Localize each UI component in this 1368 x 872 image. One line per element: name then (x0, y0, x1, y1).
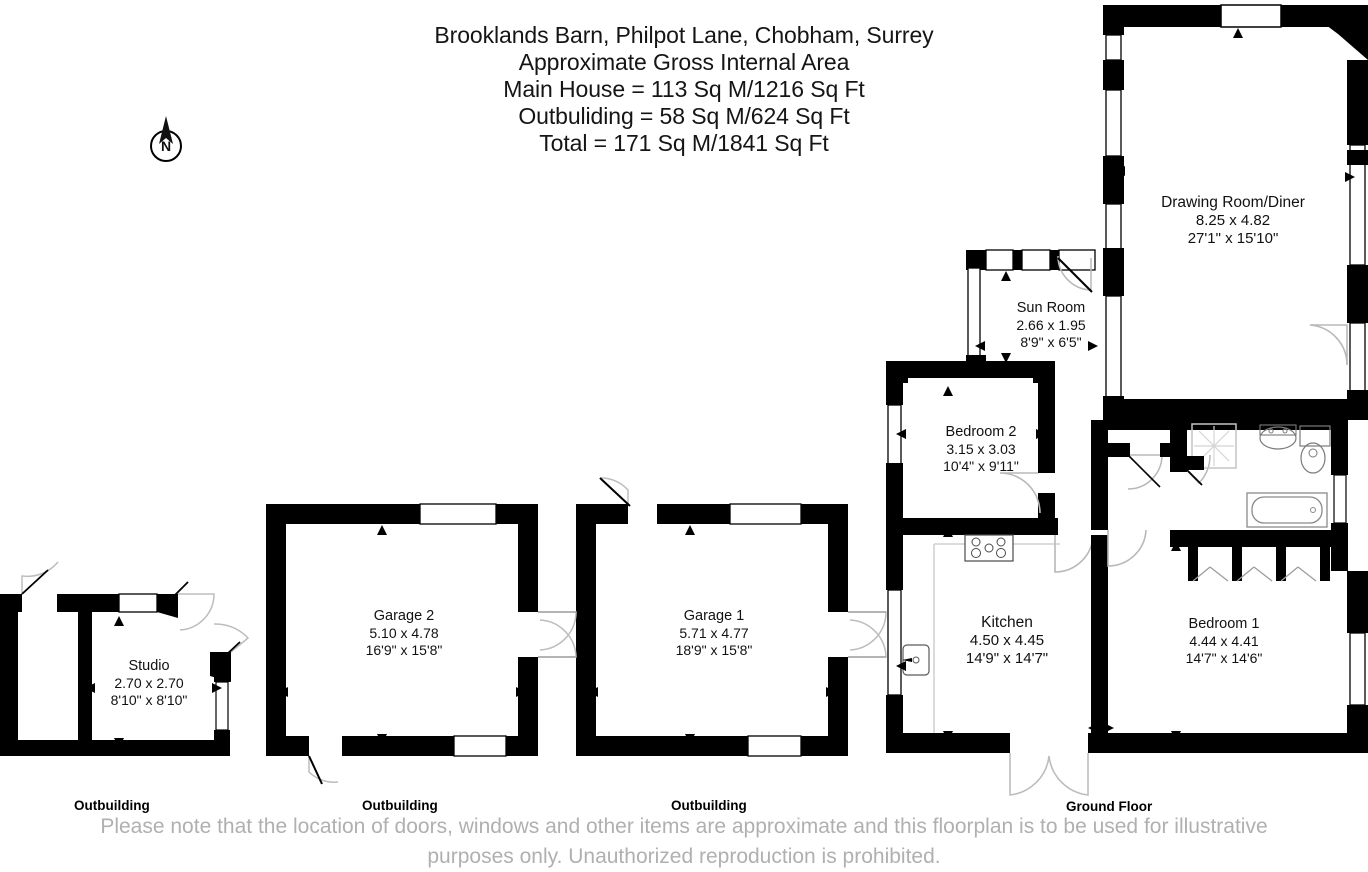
room-label-studio: Studio 2.70 x 2.70 8'10" x 8'10" (88, 658, 210, 709)
room-label-bedroom-2: Bedroom 2 3.15 x 3.03 10'4" x 9'11" (918, 424, 1044, 475)
title-total-area: Total = 171 Sq M/1841 Sq Ft (539, 129, 829, 156)
room-name: Studio (128, 658, 170, 674)
disclaimer: Please note that the location of doors, … (0, 812, 1368, 872)
title-area-heading: Approximate Gross Internal Area (518, 48, 850, 75)
compass-icon (150, 116, 182, 162)
room-label-garage-2: Garage 2 5.10 x 4.78 16'9" x 15'8" (340, 608, 468, 659)
room-name: Bedroom 2 (945, 424, 1017, 440)
garage-2-structure (266, 503, 577, 785)
hall-structure (1088, 413, 1368, 753)
room-dim-imperial: 8'10" x 8'10" (110, 691, 188, 708)
room-name: Kitchen (981, 614, 1033, 631)
room-dim-imperial: 18'9" x 15'8" (675, 641, 753, 658)
room-dim-imperial: 8'9" x 6'5" (1020, 333, 1082, 350)
title-outbuilding-area: Outbuliding = 58 Sq M/624 Sq Ft (518, 102, 850, 129)
bedroom-2-structure (886, 361, 1058, 535)
bathroom-structure (1170, 403, 1348, 571)
room-dim-metric: 4.50 x 4.45 (969, 632, 1045, 650)
room-dim-metric: 4.44 x 4.41 (1189, 633, 1259, 650)
room-dim-metric: 3.15 x 3.03 (946, 441, 1016, 458)
sun-room-structure (966, 249, 1098, 367)
north-compass: N (143, 112, 189, 170)
room-dim-metric: 8.25 x 4.82 (1195, 212, 1271, 230)
title-block: Brooklands Barn, Philpot Lane, Chobham, … (384, 22, 984, 157)
title-address: Brooklands Barn, Philpot Lane, Chobham, … (434, 22, 934, 48)
room-dim-metric: 5.10 x 4.78 (369, 625, 439, 642)
room-dim-imperial: 14'7" x 14'6" (1185, 649, 1263, 666)
room-dim-metric: 2.66 x 1.95 (1016, 317, 1086, 334)
room-label-bedroom-1: Bedroom 1 4.44 x 4.41 14'7" x 14'6" (1160, 616, 1288, 667)
title-main-house-area: Main House = 113 Sq M/1216 Sq Ft (503, 75, 865, 102)
room-dim-imperial: 27'1" x 15'10" (1187, 230, 1279, 248)
caption-garage1-outbuilding: Outbuilding (671, 798, 747, 813)
room-name: Sun Room (1016, 300, 1086, 316)
room-dim-metric: 5.71 x 4.77 (679, 625, 749, 642)
caption-garage2-outbuilding: Outbuilding (362, 798, 438, 813)
room-dim-imperial: 10'4" x 9'11" (943, 457, 1019, 474)
room-dim-imperial: 14'9" x 14'7" (965, 650, 1049, 668)
caption-main-ground-floor: Ground Floor (1066, 799, 1153, 814)
room-name: Drawing Room/Diner (1161, 194, 1305, 211)
garage-1-structure (576, 477, 887, 757)
bedroom-1-structure (1170, 530, 1368, 735)
room-name: Garage 2 (373, 608, 435, 624)
room-dim-metric: 2.70 x 2.70 (114, 675, 184, 692)
room-label-garage-1: Garage 1 5.71 x 4.77 18'9" x 15'8" (650, 608, 778, 659)
room-label-sun-room: Sun Room 2.66 x 1.95 8'9" x 6'5" (996, 300, 1106, 351)
disclaimer-line-1: Please note that the location of doors, … (100, 815, 1268, 838)
caption-studio-outbuilding: Outbuilding (74, 798, 150, 813)
room-name: Garage 1 (683, 608, 745, 624)
compass-north-label: N (160, 138, 172, 154)
kitchen-structure (886, 527, 1108, 796)
drawing-room-structure (1103, 4, 1368, 420)
room-label-drawing-room-diner: Drawing Room/Diner 8.25 x 4.82 27'1" x 1… (1130, 194, 1336, 248)
room-label-kitchen: Kitchen 4.50 x 4.45 14'9" x 14'7" (944, 614, 1070, 668)
room-name: Bedroom 1 (1188, 616, 1260, 632)
room-dim-imperial: 16'9" x 15'8" (365, 641, 443, 658)
studio-structure (0, 561, 250, 756)
disclaimer-line-2: purposes only. Unauthorized reproduction… (427, 844, 941, 868)
